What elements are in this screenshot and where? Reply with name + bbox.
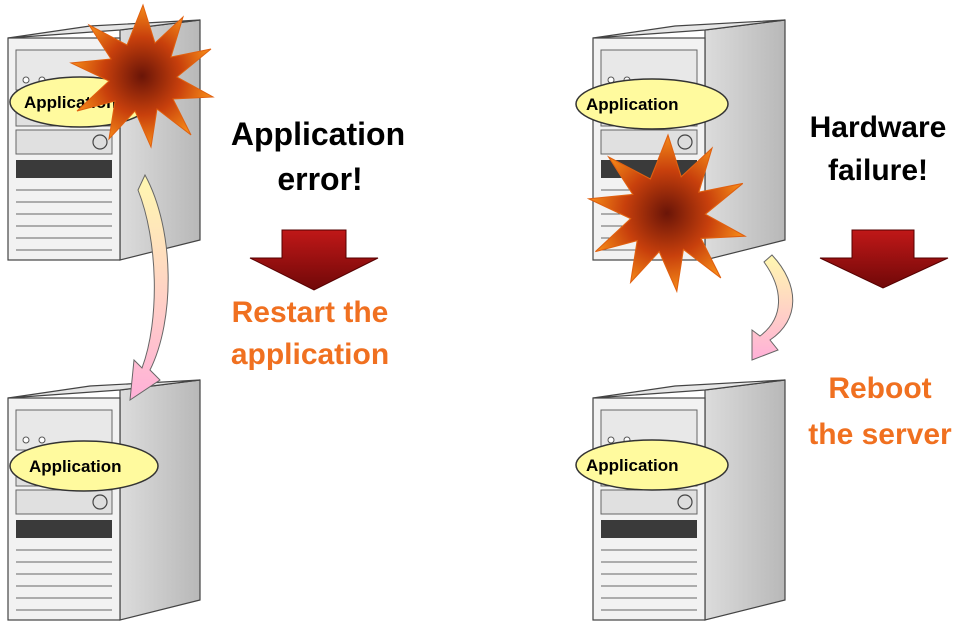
left-bottom-server: [7, 379, 201, 621]
left-action-line1: Restart the: [232, 296, 389, 329]
right-bottom-app-badge: Application: [575, 439, 729, 491]
left-down-arrow-icon: [249, 229, 379, 291]
right-reboot-curve-arrow: [751, 254, 794, 361]
right-action-line2: the server: [808, 418, 952, 451]
left-event-line1: Application: [231, 116, 405, 152]
left-bottom-app-badge: Application: [9, 440, 159, 492]
right-top-app-badge: Application: [575, 78, 729, 130]
left-event-line2: error!: [277, 161, 362, 197]
right-event-line1: Hardware: [810, 111, 947, 144]
right-down-arrow-icon: [819, 229, 949, 289]
left-action-line2: application: [231, 338, 389, 371]
right-action-line1: Reboot: [828, 372, 931, 405]
left-bottom-app-label: Application: [29, 457, 122, 476]
right-bottom-server: [592, 379, 786, 621]
right-top-app-label: Application: [586, 95, 679, 114]
right-bottom-app-label: Application: [586, 456, 679, 475]
right-event-line2: failure!: [828, 154, 928, 187]
left-restart-curve-arrow: [129, 173, 169, 402]
